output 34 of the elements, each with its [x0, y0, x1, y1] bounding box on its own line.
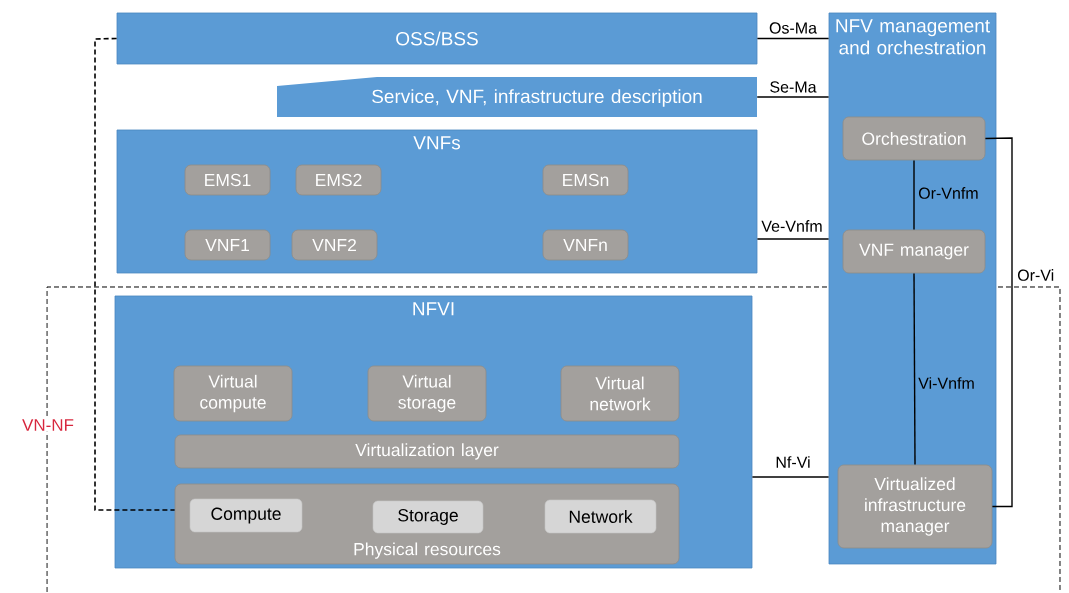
edge-label: Or-Vi — [1017, 269, 1054, 281]
interface-label: VN-NF — [21, 418, 75, 432]
edge-label: Nf-Vi — [776, 456, 810, 468]
connector-line — [751, 476, 830, 478]
system-box: OSS/BSS — [116, 12, 758, 65]
dashed-connector — [94, 37, 176, 511]
function-box: Orchestration — [842, 116, 986, 161]
connector-line — [756, 96, 830, 98]
function-box: VNF manager — [842, 229, 986, 274]
edge-label: Ve-Vnfm — [761, 220, 822, 232]
resource-box: Network — [544, 499, 657, 534]
function-box: Virtual compute — [173, 365, 293, 422]
function-box: VNF2 — [291, 229, 378, 261]
edge-label: Vi-Vnfm — [918, 377, 974, 389]
description-banner: Service, VNF, infrastructure description — [277, 77, 757, 117]
resource-box: Compute — [189, 498, 303, 533]
connector-line — [913, 272, 916, 466]
function-box: Virtualized infrastructure manager — [837, 464, 993, 549]
resource-box: Storage — [372, 500, 484, 534]
function-box: EMSn — [542, 164, 629, 196]
edge-label: Os-Ma — [769, 22, 817, 34]
function-box: VNF1 — [184, 229, 271, 261]
edge-label: Or-Vnfm — [918, 187, 978, 199]
function-box: Virtual network — [560, 365, 680, 422]
connector-line — [913, 159, 915, 231]
connector-line — [756, 238, 830, 240]
function-box: EMS2 — [295, 164, 382, 196]
function-box: Virtual storage — [367, 365, 487, 422]
function-box: EMS1 — [184, 164, 271, 196]
edge-label: Se-Ma — [770, 81, 817, 93]
connector-line — [756, 37, 830, 40]
connector-line — [984, 137, 1013, 508]
function-box: VNFn — [542, 229, 629, 261]
layer-bar: Virtualization layer — [174, 434, 680, 469]
